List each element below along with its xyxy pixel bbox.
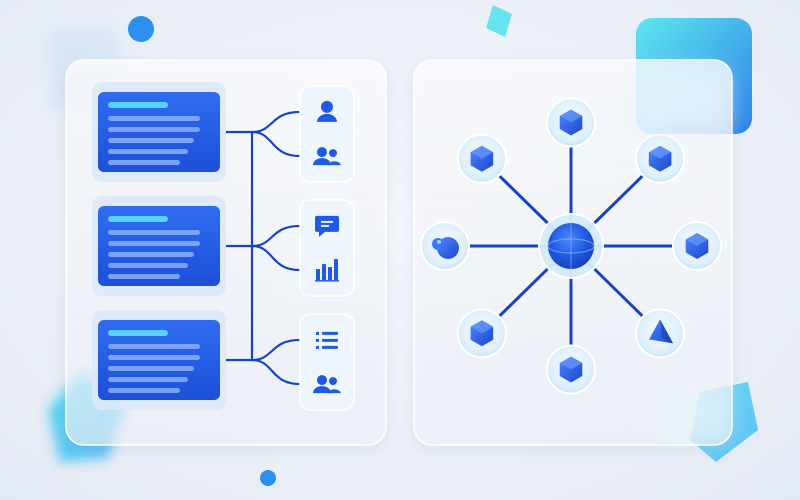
card-text-line [108, 252, 194, 257]
card-text-line [108, 241, 200, 246]
polyhedron-icon [470, 320, 494, 347]
card-text-line [108, 344, 200, 349]
connector-branch [251, 224, 301, 248]
node-top [546, 97, 596, 148]
connector-branch [251, 358, 301, 386]
node-bottom-right [635, 308, 686, 359]
card-text-line [108, 274, 180, 279]
icon-group [299, 199, 355, 297]
list-icon [316, 331, 338, 349]
right-panel [413, 59, 733, 446]
node-bottom-left [456, 308, 507, 359]
bar-chart-icon [315, 259, 339, 282]
card-title-line [108, 330, 168, 336]
polyhedron-icon [559, 356, 583, 383]
frost-overlay-bottom-right [656, 380, 730, 442]
connector-branch [251, 130, 301, 158]
dot-bottom [260, 470, 276, 486]
connector-lines [226, 224, 301, 272]
message-icon [315, 215, 339, 237]
node-top-left [456, 133, 507, 184]
frost-overlay-top-right [630, 70, 730, 134]
card-text-line [108, 388, 180, 393]
icon-group-card [299, 313, 355, 411]
card-text-line [108, 366, 194, 371]
icon-group [299, 85, 355, 183]
card-text-line [108, 116, 200, 121]
connector-branch [251, 110, 301, 134]
record-card-3 [92, 310, 226, 410]
polyhedron-icon [685, 233, 709, 259]
record-card-2 [92, 196, 226, 296]
icon-group [299, 313, 355, 411]
connector-branch [251, 244, 301, 272]
polyhedron-icon [648, 145, 672, 172]
card-text-line [108, 138, 194, 143]
card-text-line [108, 355, 200, 360]
card-title-line [108, 102, 168, 108]
polyhedron-icon [470, 145, 494, 172]
card-text-line [108, 127, 200, 132]
users-icon [313, 147, 341, 166]
connector-branch [251, 338, 301, 362]
polyhedron-icon [559, 109, 583, 136]
node-left [420, 221, 470, 271]
card-text-line [108, 160, 180, 165]
left-panel-content [92, 82, 355, 411]
connector-lines [226, 110, 301, 158]
card-title-line [108, 216, 168, 222]
node-right [672, 221, 722, 271]
left-panel [65, 59, 387, 446]
dot-top-left [128, 16, 154, 42]
record-card-1 [92, 82, 226, 182]
connector-lines [226, 338, 301, 386]
users-icon [313, 375, 341, 394]
card-text-line [108, 230, 200, 235]
user-icon [317, 100, 337, 122]
icon-group-card [299, 199, 355, 297]
node-top-right [635, 133, 686, 184]
icon-group-card [299, 85, 355, 183]
hub-node [538, 213, 604, 279]
node-bottom [546, 344, 596, 395]
sphere-cluster-icon [432, 237, 459, 259]
network-diagram [420, 97, 722, 395]
card-text-line [108, 149, 188, 154]
card-text-line [108, 377, 188, 382]
card-text-line [108, 263, 188, 268]
cube-top [486, 5, 512, 37]
pyramid-icon [649, 319, 674, 344]
